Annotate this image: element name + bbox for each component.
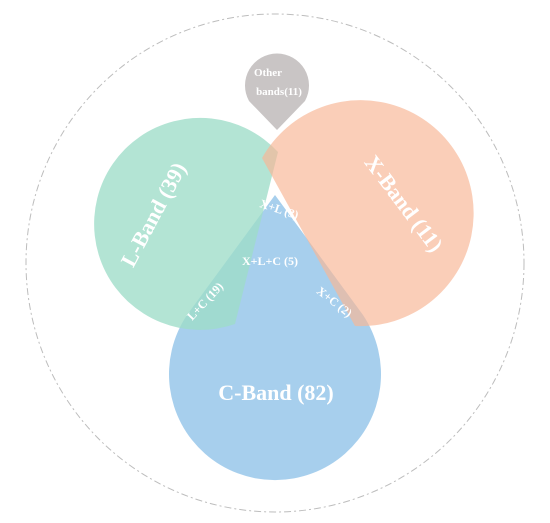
other-bands-label-line2: bands(11) xyxy=(256,86,302,98)
other-bands-shape xyxy=(244,53,309,130)
x-band-shape xyxy=(262,100,474,327)
l-band-shape xyxy=(94,117,278,330)
c-band-label: C-Band (82) xyxy=(218,380,334,405)
x-l-c-intersection-label: X+L+C (5) xyxy=(242,254,298,268)
other-bands-label-line1: Other xyxy=(254,67,282,79)
c-band-shape xyxy=(169,195,381,481)
outer-boundary xyxy=(25,13,525,513)
